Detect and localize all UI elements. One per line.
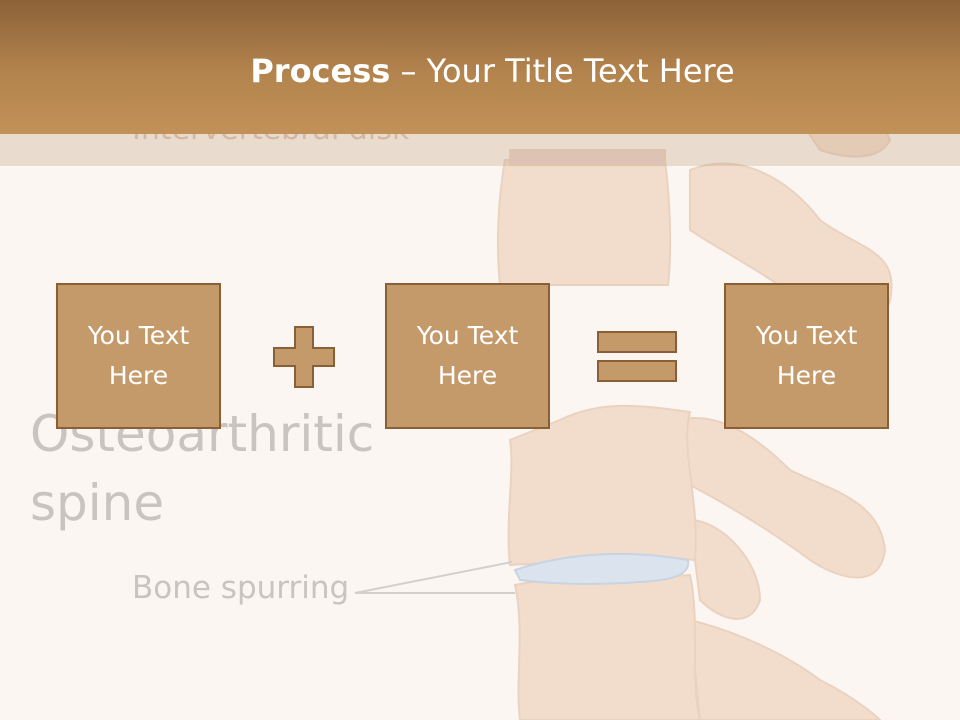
bone-spurring-label: Bone spurring xyxy=(132,570,350,606)
process-box-2[interactable]: You Text Here xyxy=(385,283,550,429)
title-bold: Process xyxy=(250,52,391,90)
title-bar-shadow-band xyxy=(0,134,960,166)
process-box-3-label: You Text Here xyxy=(755,321,858,390)
equals-icon xyxy=(597,331,677,382)
plus-icon xyxy=(273,326,335,388)
process-box-3[interactable]: You Text Here xyxy=(724,283,889,429)
slide-title[interactable]: Process – Your Title Text Here xyxy=(0,52,960,90)
title-rest: – Your Title Text Here xyxy=(390,52,735,90)
illustration-heading-line2: spine xyxy=(30,474,165,532)
title-bar xyxy=(0,0,960,134)
process-box-2-label: You Text Here xyxy=(416,321,519,390)
process-box-1[interactable]: You Text Here xyxy=(56,283,221,429)
process-box-1-label: You Text Here xyxy=(87,321,190,390)
